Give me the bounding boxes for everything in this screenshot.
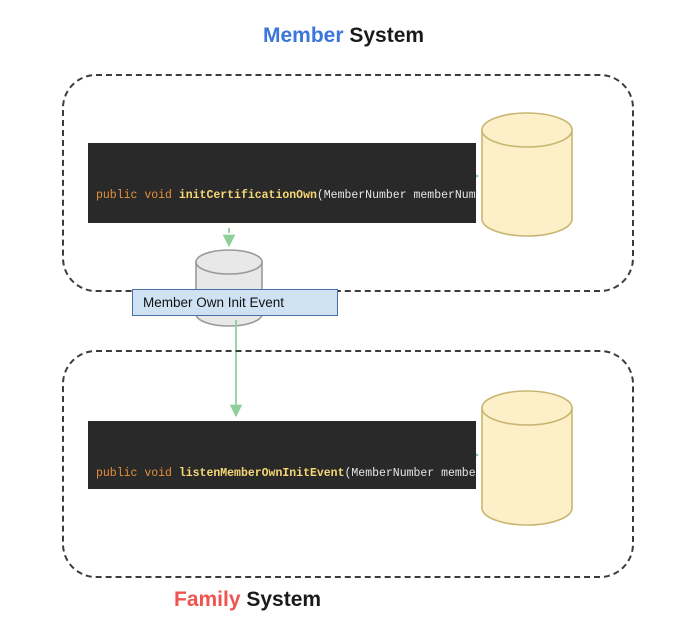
- database-family-icon: [481, 390, 573, 526]
- family-system-group: [62, 350, 634, 578]
- member-title-accent: Member: [263, 24, 344, 47]
- member-title-plain: System: [343, 24, 425, 47]
- method-signature: (MemberNumber memberNumber) {: [344, 467, 476, 480]
- family-system-title: Family System: [174, 588, 321, 612]
- database-member-icon: [481, 112, 573, 237]
- code-line: public void initCertificationOwn(MemberN…: [88, 187, 476, 204]
- keyword-public: public: [96, 189, 138, 202]
- keyword-void: void: [144, 467, 172, 480]
- code-line: public void listenMemberOwnInitEvent(Mem…: [88, 465, 476, 482]
- member-system-title: Member System: [263, 24, 424, 48]
- method-name: listenMemberOwnInitEvent: [178, 467, 345, 480]
- member-code-block: public void initCertificationOwn(MemberN…: [88, 143, 476, 223]
- keyword-public: public: [96, 467, 138, 480]
- family-title-accent: Family: [174, 588, 241, 611]
- method-signature: (MemberNumber memberNumber) {: [316, 189, 476, 202]
- member-system-group: [62, 74, 634, 292]
- event-name-label: Member Own Init Event: [132, 289, 338, 316]
- family-code-block: public void listenMemberOwnInitEvent(Mem…: [88, 421, 476, 489]
- method-name: initCertificationOwn: [178, 189, 317, 202]
- family-title-plain: System: [240, 588, 322, 611]
- keyword-void: void: [144, 189, 172, 202]
